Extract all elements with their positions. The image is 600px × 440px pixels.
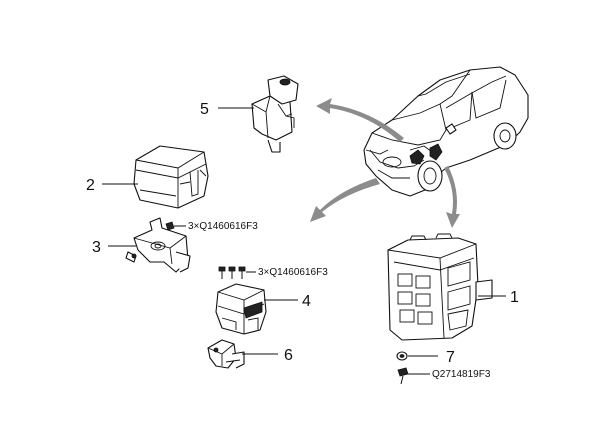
part-2-cover [133,145,209,209]
label-6: 6 [284,347,293,364]
bolt-code-relay: 3×Q1460616F3 [258,267,328,278]
part-6-clip [207,339,245,369]
car-illustration [363,66,529,197]
part-1-fuse-box [387,233,493,341]
label-3: 3 [92,239,101,256]
label-7: 7 [446,349,455,366]
screw-code-fusebox: Q2714819F3 [432,369,491,380]
screw-icon [165,221,180,231]
screw-icon [397,367,409,385]
label-1: 1 [510,289,519,306]
screw-icon [218,266,246,279]
direction-arrow [310,98,460,228]
bolt-code-bracket: 3×Q1460616F3 [188,221,258,232]
label-2: 2 [86,177,95,194]
label-4: 4 [302,293,311,310]
part-4-relay-box [215,283,267,335]
nut-icon [396,351,408,361]
part-3-bracket [125,217,191,273]
part-5-relay [251,75,299,153]
label-5: 5 [200,101,209,118]
